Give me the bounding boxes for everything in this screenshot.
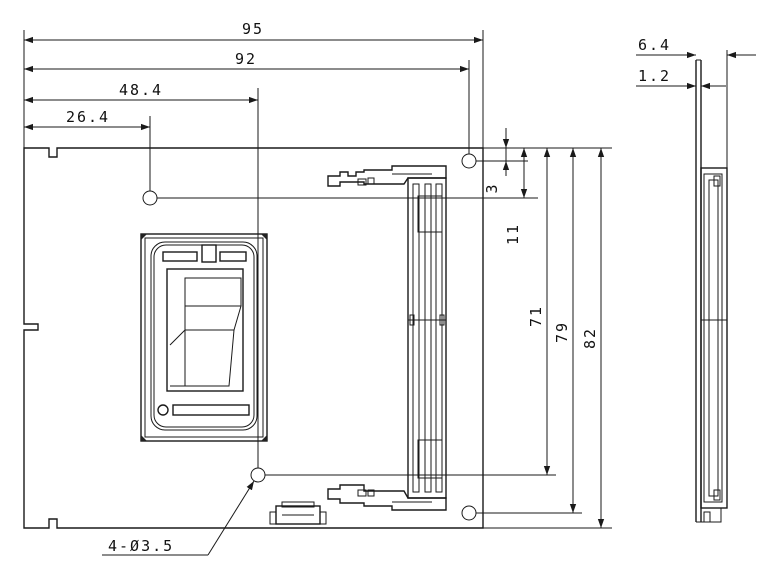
dim-95-label: 95 — [242, 20, 264, 38]
dimension-lines-thickness — [636, 51, 756, 168]
dim-48-4-label: 48.4 — [119, 81, 163, 99]
board-top-view — [23, 147, 484, 529]
dim-79-label: 79 — [553, 321, 571, 343]
dimension-lines-horizontal — [23, 30, 484, 468]
dim-6-4-label: 6.4 — [638, 36, 671, 54]
hole-callout-label: 4-Ø3.5 — [108, 537, 174, 555]
board-side-view — [695, 50, 728, 523]
dimension-lines-vertical — [157, 128, 612, 529]
mounting-hole — [250, 467, 266, 483]
dim-3-label: 3 — [483, 182, 501, 193]
board-outline — [23, 147, 484, 529]
dim-71-label: 71 — [527, 305, 545, 327]
cpu-package — [140, 233, 268, 442]
sodimm-connector — [327, 165, 447, 511]
dim-82-label: 82 — [581, 327, 599, 349]
dim-92-label: 92 — [235, 50, 257, 68]
dim-11-label: 11 — [504, 223, 522, 245]
mounting-hole — [461, 153, 477, 169]
hole-callout-leader — [102, 480, 255, 556]
mounting-hole — [461, 505, 477, 521]
dim-1-2-label: 1.2 — [638, 67, 671, 85]
mounting-hole — [142, 190, 158, 206]
dim-26-4-label: 26.4 — [66, 108, 110, 126]
edge-connector — [269, 501, 327, 525]
